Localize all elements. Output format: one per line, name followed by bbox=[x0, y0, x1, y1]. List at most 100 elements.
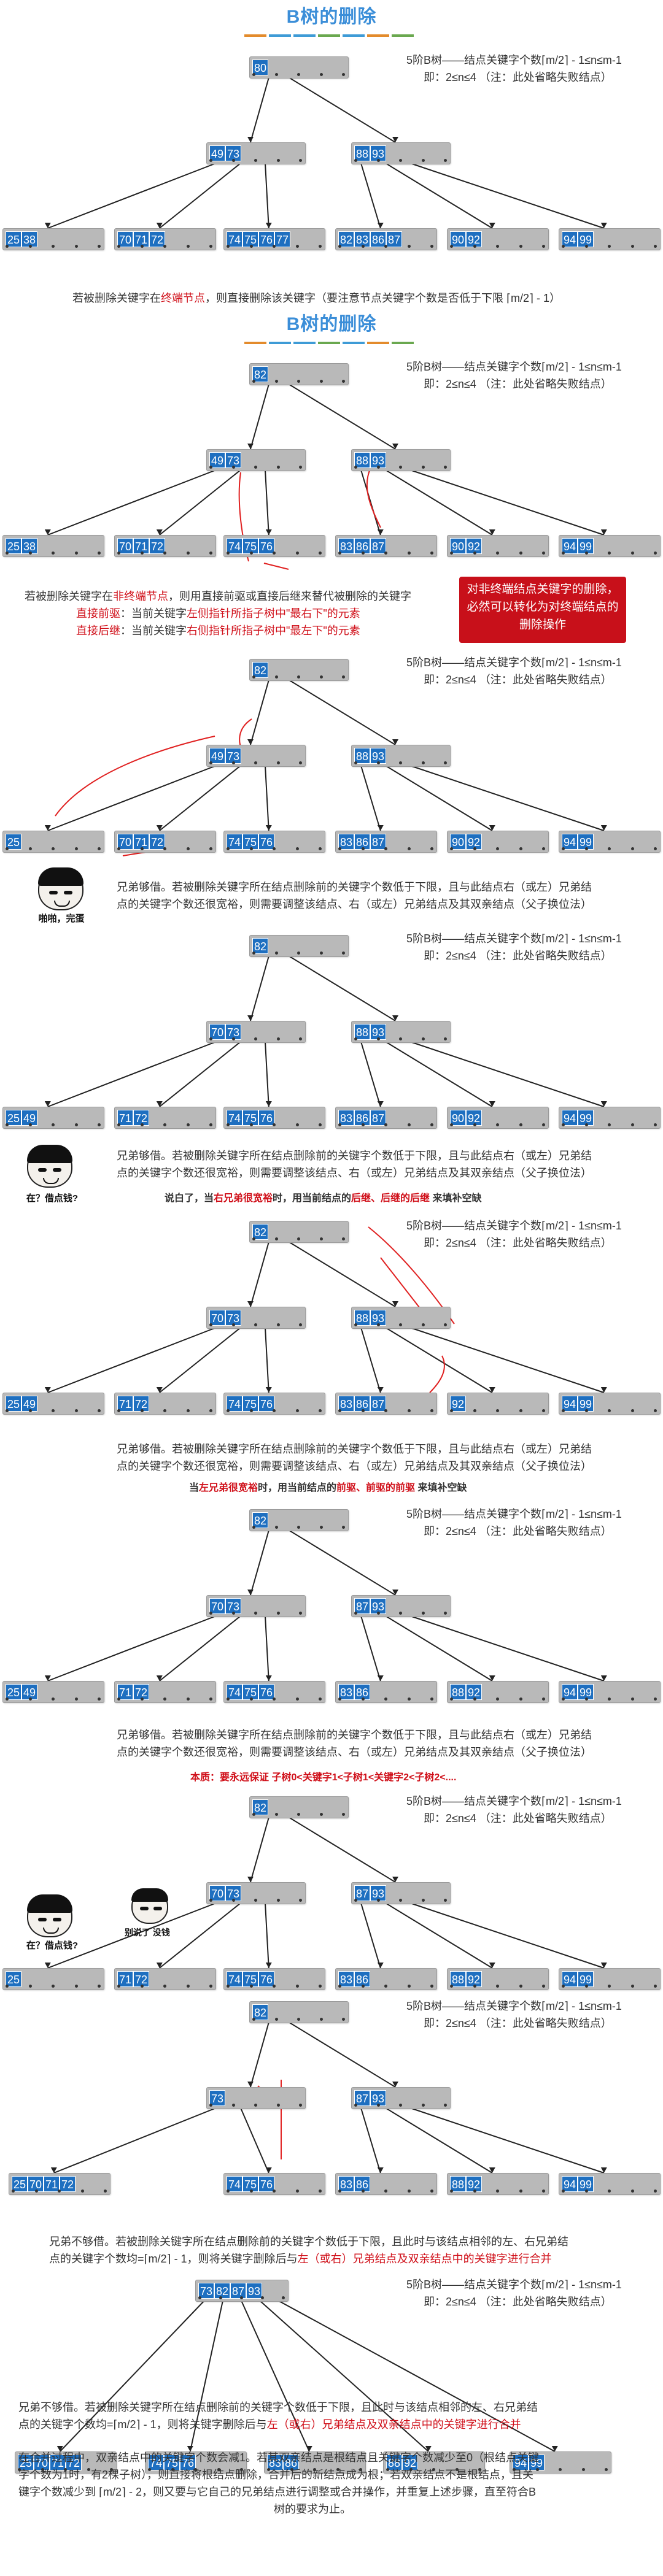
node-pointer bbox=[338, 245, 341, 248]
root-node: 82 bbox=[249, 363, 349, 385]
tree-edge bbox=[47, 1615, 217, 1682]
node-pointer bbox=[585, 1697, 588, 1701]
tree-edge bbox=[47, 1041, 217, 1107]
rule-merge-1: 兄弟不够借。若被删除关键字所在结点删除前的关键字个数低于下限，且此时与该结点相邻… bbox=[18, 2401, 538, 2413]
node-pointer bbox=[354, 159, 357, 162]
node-pointer bbox=[362, 1985, 365, 1988]
edge-arrowhead bbox=[600, 529, 607, 535]
node-pointer bbox=[250, 552, 253, 555]
node-pointer bbox=[75, 847, 78, 850]
node-pointer bbox=[513, 2468, 516, 2471]
root-node: 82 bbox=[249, 1796, 349, 1818]
node-pointer bbox=[422, 1612, 425, 1615]
title-underline-bar bbox=[343, 342, 365, 344]
edge-arrowhead bbox=[265, 1675, 272, 1681]
node-pointer bbox=[377, 761, 380, 764]
rule-essence: 本质：要永远保证 子树0<关键字1<子树1<关键字2<子树2<.... bbox=[190, 1772, 457, 1783]
node-key: 80 bbox=[252, 60, 268, 75]
node-key: 76 bbox=[258, 1684, 274, 1700]
node-pointer bbox=[98, 1985, 101, 1988]
node-pointer bbox=[422, 466, 425, 469]
edge-arrowhead bbox=[50, 2167, 57, 2173]
rule-highlight: 前驱、前驱的前驱 bbox=[336, 1483, 416, 1493]
meme-caption: 啪啪，完蛋 bbox=[38, 913, 85, 924]
node-key: 70 bbox=[117, 834, 133, 850]
node-key: 49 bbox=[209, 748, 225, 764]
node-pointer bbox=[297, 1813, 300, 1816]
node-pointer bbox=[559, 2468, 562, 2471]
node-pointer bbox=[227, 2190, 230, 2193]
tree-edge bbox=[288, 1241, 396, 1307]
node-pointer bbox=[163, 552, 166, 555]
node-pointer bbox=[273, 245, 276, 248]
section-title: B树的删除 bbox=[286, 314, 377, 334]
node-pointer bbox=[430, 1985, 433, 1988]
node-key: 99 bbox=[578, 1396, 594, 1412]
node-pointer bbox=[430, 1123, 433, 1126]
node-key: 73 bbox=[198, 2283, 214, 2299]
node-pointer bbox=[299, 159, 302, 162]
node-pointer bbox=[399, 159, 402, 162]
rule-highlight: 左（或右）兄弟结点及双亲结点中的关键字进行合并 bbox=[266, 2418, 521, 2431]
node-key: 70 bbox=[209, 1310, 225, 1326]
node-key: 86 bbox=[354, 834, 370, 850]
node-pointer bbox=[473, 1985, 476, 1988]
node-key: 90 bbox=[450, 231, 466, 247]
node-pointer bbox=[338, 1409, 341, 1412]
info-line-1: 5阶B树——结点关键字个数⌈m/2⌉ - 1≤n≤m-1 bbox=[406, 54, 622, 66]
info-line-1: 5阶B树——结点关键字个数⌈m/2⌉ - 1≤n≤m-1 bbox=[406, 1508, 622, 1520]
node-pointer bbox=[227, 1697, 230, 1701]
tree-edge bbox=[159, 765, 241, 831]
node-key: 25 bbox=[6, 231, 21, 247]
node-pointer bbox=[282, 2296, 285, 2299]
annotation-stroke bbox=[429, 1355, 445, 1393]
node-pointer bbox=[631, 1985, 634, 1988]
node-pointer bbox=[187, 1985, 190, 1988]
merge-note-4: 树的要求为止。 bbox=[274, 2503, 351, 2515]
meme-face bbox=[131, 1888, 168, 1924]
node-key: 92 bbox=[466, 538, 482, 554]
node-key: 71 bbox=[117, 1110, 133, 1126]
node-pointer bbox=[338, 2190, 341, 2193]
node-pointer bbox=[296, 1985, 299, 1988]
node-pointer bbox=[29, 1123, 32, 1126]
node-pointer bbox=[430, 552, 433, 555]
tree-edge bbox=[250, 1817, 269, 1883]
node-pointer bbox=[187, 1697, 190, 1701]
node-pointer bbox=[296, 1409, 299, 1412]
node-pointer bbox=[496, 1409, 499, 1412]
node-pointer bbox=[163, 847, 166, 850]
node-key: 72 bbox=[133, 1110, 149, 1126]
node-key: 70 bbox=[209, 1885, 225, 1901]
edge-arrowhead bbox=[392, 137, 398, 142]
node-key: 70 bbox=[117, 231, 133, 247]
edge-arrowhead bbox=[600, 223, 607, 228]
node-pointer bbox=[240, 2468, 243, 2471]
edge-arrowhead bbox=[489, 1101, 495, 1107]
node-key: 92 bbox=[450, 1396, 466, 1412]
rule-text: 点的关键字个数均=⌈m/2⌉ - 1，则将关键字删除后与 bbox=[49, 2253, 298, 2265]
node-pointer bbox=[542, 1697, 545, 1701]
node-pointer bbox=[384, 552, 387, 555]
node-pointer bbox=[542, 847, 545, 850]
node-pointer bbox=[277, 761, 280, 764]
node-pointer bbox=[450, 847, 453, 850]
tree-edge bbox=[47, 163, 217, 229]
node-key: 90 bbox=[450, 834, 466, 850]
node-key: 94 bbox=[562, 834, 578, 850]
tree-edge bbox=[409, 1327, 605, 1393]
node-pointer bbox=[273, 847, 276, 850]
node-pointer bbox=[299, 1037, 302, 1040]
edge-arrowhead bbox=[156, 1387, 163, 1393]
node-pointer bbox=[320, 1526, 323, 1529]
node-pointer bbox=[582, 2468, 585, 2471]
node-pointer bbox=[98, 1409, 101, 1412]
annotation-stroke bbox=[263, 563, 289, 570]
